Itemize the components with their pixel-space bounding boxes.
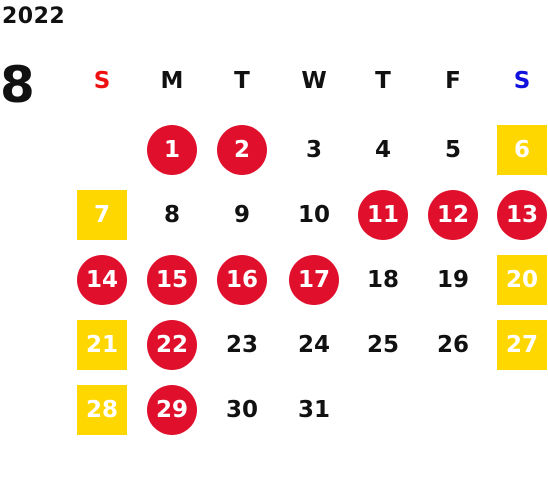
day-cell: 24 <box>297 332 330 358</box>
year-label: 2022 <box>2 4 66 29</box>
day-cell: 8 <box>163 202 180 228</box>
weekend-day-cell: 21 <box>77 320 127 370</box>
weekday-label: F <box>445 68 461 94</box>
holiday-day-cell: 15 <box>147 255 197 305</box>
weekend-day-cell: 6 <box>497 125 547 175</box>
weekday-label: W <box>301 68 327 94</box>
weekend-day-cell: 27 <box>497 320 547 370</box>
holiday-day-cell: 29 <box>147 385 197 435</box>
weekday-label: S <box>93 68 111 94</box>
weekday-label: T <box>375 68 391 94</box>
holiday-day-cell: 16 <box>217 255 267 305</box>
holiday-day-cell: 1 <box>147 125 197 175</box>
day-cell: 30 <box>225 397 258 423</box>
day-cell: 19 <box>436 267 469 293</box>
day-cell: 23 <box>225 332 258 358</box>
day-cell: 25 <box>366 332 399 358</box>
holiday-day-cell: 14 <box>77 255 127 305</box>
day-cell: 18 <box>366 267 399 293</box>
weekday-label: T <box>234 68 250 94</box>
weekday-label: S <box>513 68 531 94</box>
day-cell: 31 <box>297 397 330 423</box>
holiday-day-cell: 11 <box>358 190 408 240</box>
day-cell: 5 <box>444 137 461 163</box>
day-cell: 26 <box>436 332 469 358</box>
weekend-day-cell: 7 <box>77 190 127 240</box>
month-label: 8 <box>0 56 35 114</box>
day-cell: 9 <box>233 202 250 228</box>
weekend-day-cell: 28 <box>77 385 127 435</box>
holiday-day-cell: 12 <box>428 190 478 240</box>
holiday-day-cell: 22 <box>147 320 197 370</box>
day-cell: 4 <box>374 137 391 163</box>
weekday-label: M <box>160 68 184 94</box>
day-cell: 3 <box>305 137 322 163</box>
weekend-day-cell: 20 <box>497 255 547 305</box>
day-cell: 10 <box>297 202 330 228</box>
holiday-day-cell: 13 <box>497 190 547 240</box>
holiday-day-cell: 17 <box>289 255 339 305</box>
holiday-day-cell: 2 <box>217 125 267 175</box>
